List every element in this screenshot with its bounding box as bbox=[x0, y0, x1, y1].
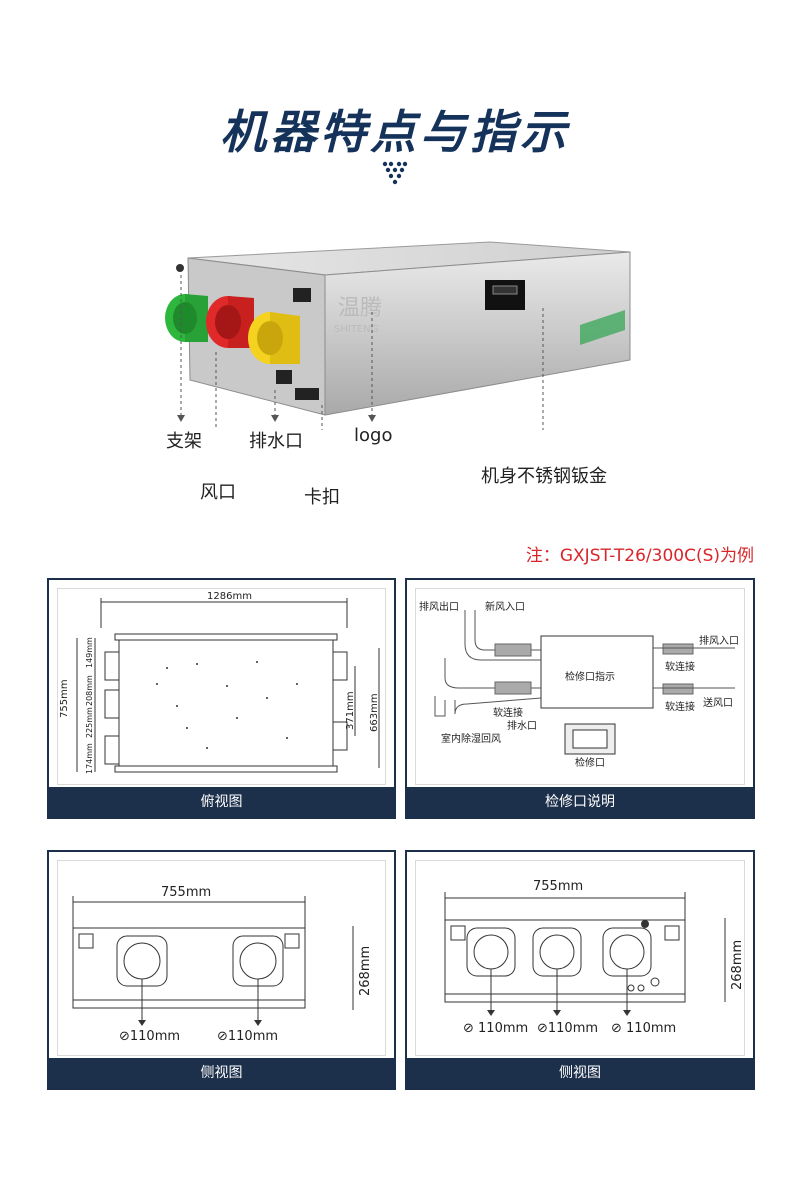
lbl-soft-r1: 软连接 bbox=[665, 660, 695, 673]
chevron-down-icon bbox=[382, 161, 408, 185]
callout-bracket: 支架 bbox=[166, 431, 202, 452]
lbl-fresh-in: 新风入口 bbox=[485, 600, 525, 613]
dim-side-b-port3: ⊘ 110mm bbox=[611, 1021, 676, 1036]
lbl-drain: 排水口 bbox=[507, 719, 537, 732]
brand-cn: 温腾 bbox=[338, 296, 382, 321]
lbl-exhaust-in: 排风入口 bbox=[699, 634, 739, 647]
lbl-center: 检修口指示 bbox=[565, 670, 615, 683]
callout-body: 机身不锈钢钣金 bbox=[481, 466, 607, 487]
panel-top-view: 1286mm 755mm 149mm 208mm 225mm 174mm 371… bbox=[47, 578, 396, 819]
dim-d4: 174mm bbox=[85, 743, 94, 774]
lbl-access: 检修口 bbox=[575, 756, 605, 769]
page-title: 机器特点与指示 bbox=[220, 105, 570, 159]
dim-d3: 225mm bbox=[85, 707, 94, 738]
lbl-soft-left: 软连接 bbox=[493, 706, 523, 719]
lbl-exhaust-out: 排风出口 bbox=[419, 600, 459, 613]
dim-side-b-width: 755mm bbox=[533, 879, 583, 894]
panel-inspection: 检修口指示 排风出口 新风入口 排风入口 软连接 软连接 送风口 软连接 bbox=[405, 578, 755, 819]
dim-side-a-port1: ⊘110mm bbox=[119, 1029, 180, 1044]
caption-side-view-b: 侧视图 bbox=[407, 1058, 753, 1088]
dim-side-a-port2: ⊘110mm bbox=[217, 1029, 278, 1044]
dim-outer: 663mm bbox=[369, 693, 380, 732]
callout-clip: 卡扣 bbox=[304, 487, 340, 508]
caption-inspection: 检修口说明 bbox=[407, 787, 753, 817]
dim-side-b-port2: ⊘110mm bbox=[537, 1021, 598, 1036]
callout-drain: 排水口 bbox=[249, 431, 303, 452]
caption-top-view: 俯视图 bbox=[49, 787, 394, 817]
dim-d2: 208mm bbox=[85, 675, 94, 706]
dim-side-a-width: 755mm bbox=[161, 885, 211, 900]
dim-d1: 149mm bbox=[85, 637, 94, 668]
panel-side-view-b: 755mm ⊘ 110mm ⊘110mm ⊘ 110mm 268mm 侧视图 bbox=[405, 850, 755, 1090]
panel-side-view-a: 755mm ⊘110mm ⊘110mm 268mm 侧视图 bbox=[47, 850, 396, 1090]
lbl-supply: 送风口 bbox=[703, 696, 733, 709]
dim-side-b-port1: ⊘ 110mm bbox=[463, 1021, 528, 1036]
dim-side-b-height: 268mm bbox=[730, 940, 745, 990]
inspection-drawing: 检修口指示 排风出口 新风入口 排风入口 软连接 软连接 送风口 软连接 bbox=[419, 600, 739, 769]
caption-side-view-a: 侧视图 bbox=[49, 1058, 394, 1088]
brand-en: SHITENG bbox=[334, 324, 378, 335]
model-note: 注：GXJST-T26/300C(S)为例 bbox=[525, 546, 754, 566]
lbl-indoor-return: 室内除湿回风 bbox=[441, 732, 501, 745]
callout-logo: logo bbox=[354, 425, 393, 446]
dim-height: 755mm bbox=[59, 679, 70, 718]
side-view-b-drawing: 755mm ⊘ 110mm ⊘110mm ⊘ 110mm 268mm bbox=[444, 879, 745, 1036]
top-view-drawing: 1286mm 755mm 149mm 208mm 225mm 174mm 371… bbox=[59, 591, 380, 774]
dim-width: 1286mm bbox=[207, 591, 252, 602]
lbl-soft-r2: 软连接 bbox=[665, 700, 695, 713]
side-view-a-drawing: 755mm ⊘110mm ⊘110mm 268mm bbox=[72, 885, 373, 1044]
callout-port: 风口 bbox=[200, 482, 236, 503]
product-image: 温腾 SHITENG bbox=[165, 241, 631, 430]
dim-inner: 371mm bbox=[345, 691, 356, 730]
dim-side-a-height: 268mm bbox=[358, 946, 373, 996]
